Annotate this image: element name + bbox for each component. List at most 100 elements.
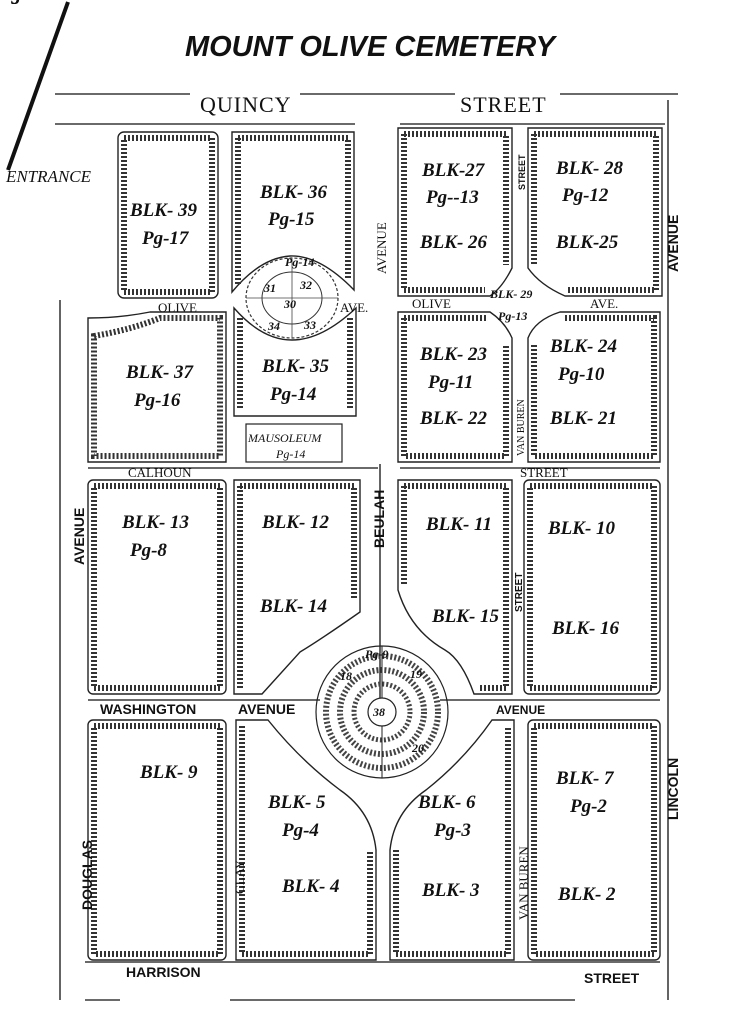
block-13-12[interactable] (87, 479, 227, 695)
olive-ave-right-suffix-label: AVE. (590, 296, 618, 311)
block-label-15: BLK- 11 (425, 514, 492, 535)
washington-avenue-label: WASHINGTON (100, 701, 196, 717)
circle-lower-page-label: Pg-9 (365, 647, 388, 661)
mausoleum-page-label: Pg-14 (275, 447, 305, 461)
clay-street-label: CLAY (232, 859, 247, 894)
block-23-22[interactable] (397, 311, 513, 463)
van-buren-mid-label: VAN BUREN (516, 399, 527, 456)
mausoleum-label: MAUSOLEUM (247, 431, 322, 445)
section-18-label: 18 (340, 669, 352, 683)
circle-upper-sections[interactable] (245, 257, 339, 339)
block-page-label-24: Pg-2 (569, 796, 607, 817)
block-8-1[interactable] (527, 719, 661, 961)
block-5-4[interactable] (87, 719, 227, 961)
section-20-label: 20 (411, 741, 424, 755)
section-34-label: 34 (267, 319, 280, 333)
harrison-street-suffix-label: STREET (584, 970, 640, 986)
block-label-26: BLK- 8 (0, 0, 58, 5)
block-label-8: BLK- 23 (419, 344, 487, 365)
block-label-27: BLK- 1 (0, 0, 58, 5)
block-label-7: BLK- 35 (261, 356, 330, 377)
outer-roads (55, 93, 678, 1001)
block-page-label-18: Pg-5 (0, 0, 37, 5)
block-page-label-2: Pg--13 (425, 187, 479, 208)
block-page-label-1: Pg-15 (267, 209, 315, 230)
block-28-25[interactable] (527, 127, 663, 297)
block-page-label-10: Pg-10 (557, 364, 605, 385)
circle-upper-page-label: Pg-14 (285, 255, 314, 269)
block-label-20: BLK- 5 (267, 792, 326, 813)
block-page-label-26: Pg-1 (0, 0, 37, 5)
block-label-5: BLK-25 (555, 232, 619, 253)
section-38-label: 38 (372, 705, 385, 719)
section-32-label: 32 (299, 278, 312, 292)
block-15-10[interactable] (397, 479, 513, 695)
block-label-13: BLK- 12 (261, 512, 330, 533)
block-label-9: BLK- 22 (419, 408, 488, 429)
olive-ave-right-label: OLIVE (412, 296, 451, 311)
entrance-label: ENTRANCE (5, 167, 92, 186)
block-page-label-16: Pg-6 (0, 0, 37, 5)
olive-ave-label: OLIVE (158, 300, 197, 315)
block-37[interactable] (87, 311, 227, 463)
section-30-label: 30 (283, 297, 296, 311)
block-39[interactable] (117, 131, 219, 299)
block-page-label-7: Pg-14 (269, 384, 316, 405)
block-label-12: BLK- 13 (121, 512, 189, 533)
block-page-label-20: Pg-4 (281, 820, 319, 841)
beulah-avenue-label: BEULAH (371, 490, 387, 548)
block-35[interactable] (233, 306, 357, 417)
washington-avenue-suffix-label: AVENUE (238, 701, 295, 717)
van-buren-lower-label: VAN BUREN (516, 846, 531, 920)
block-page-label-22: Pg-3 (433, 820, 471, 841)
section-31-label: 31 (263, 281, 276, 295)
circle-lower-sections[interactable] (315, 645, 449, 779)
olive-ave-suffix-label: AVE. (340, 300, 368, 315)
block-page-label-14: Pg-7 (0, 0, 38, 5)
block-7-2[interactable] (389, 719, 515, 961)
block-29-label: BLK- 29 (489, 287, 532, 301)
block-27-26[interactable] (397, 127, 513, 297)
block-29-page-label: Pg-13 (498, 309, 527, 323)
douglas-avenue-label: DOUGLAS (79, 840, 95, 910)
block-label-16: BLK- 15 (431, 606, 500, 627)
block-page-label-4: Pg-12 (561, 185, 609, 206)
douglas-avenue-suffix-label: AVENUE (71, 508, 87, 565)
block-label-3: BLK- 26 (419, 232, 488, 253)
lincoln-avenue-suffix-label: AVENUE (665, 215, 681, 272)
block-label-1: BLK- 36 (259, 182, 328, 203)
quincy-street-label: QUINCY (200, 92, 292, 117)
block-label-0: BLK- 39 (129, 200, 198, 221)
harrison-street-label: HARRISON (126, 964, 201, 980)
block-16-9[interactable] (523, 479, 661, 695)
block-label-25: BLK- 2 (557, 884, 616, 905)
block-label-6: BLK- 37 (125, 362, 195, 383)
block-36[interactable] (231, 131, 355, 294)
block-label-18: BLK- 16 (551, 618, 620, 639)
block-label-24: BLK- 7 (555, 768, 615, 789)
section-33-label: 33 (303, 318, 316, 332)
block-14-11[interactable] (233, 479, 361, 695)
section-19-label: 19 (410, 667, 422, 681)
quincy-street-suffix-label: STREET (460, 92, 547, 117)
block-page-label-0: Pg-17 (141, 228, 190, 249)
block-label-4: BLK- 28 (555, 158, 624, 179)
block-page-label-8: Pg-11 (427, 372, 473, 393)
block-24-21[interactable] (527, 311, 661, 463)
block-label-10: BLK- 24 (549, 336, 617, 357)
block-label-21: BLK- 4 (281, 876, 340, 897)
lincoln-avenue-label: LINCOLN (665, 758, 681, 820)
mausoleum[interactable] (245, 423, 343, 463)
block-6-3[interactable] (235, 719, 377, 961)
block-label-23: BLK- 3 (421, 880, 480, 901)
block-label-2: BLK-27 (421, 160, 486, 181)
block-label-22: BLK- 6 (417, 792, 476, 813)
calhoun-street-label: CALHOUN (128, 465, 192, 480)
washington-avenue-right-label: AVENUE (496, 703, 545, 717)
block-label-14: BLK- 14 (259, 596, 327, 617)
beulah-avenue-suffix-label: AVENUE (374, 222, 389, 274)
block-label-19: BLK- 9 (139, 762, 198, 783)
calhoun-street-suffix-label: STREET (520, 465, 568, 480)
